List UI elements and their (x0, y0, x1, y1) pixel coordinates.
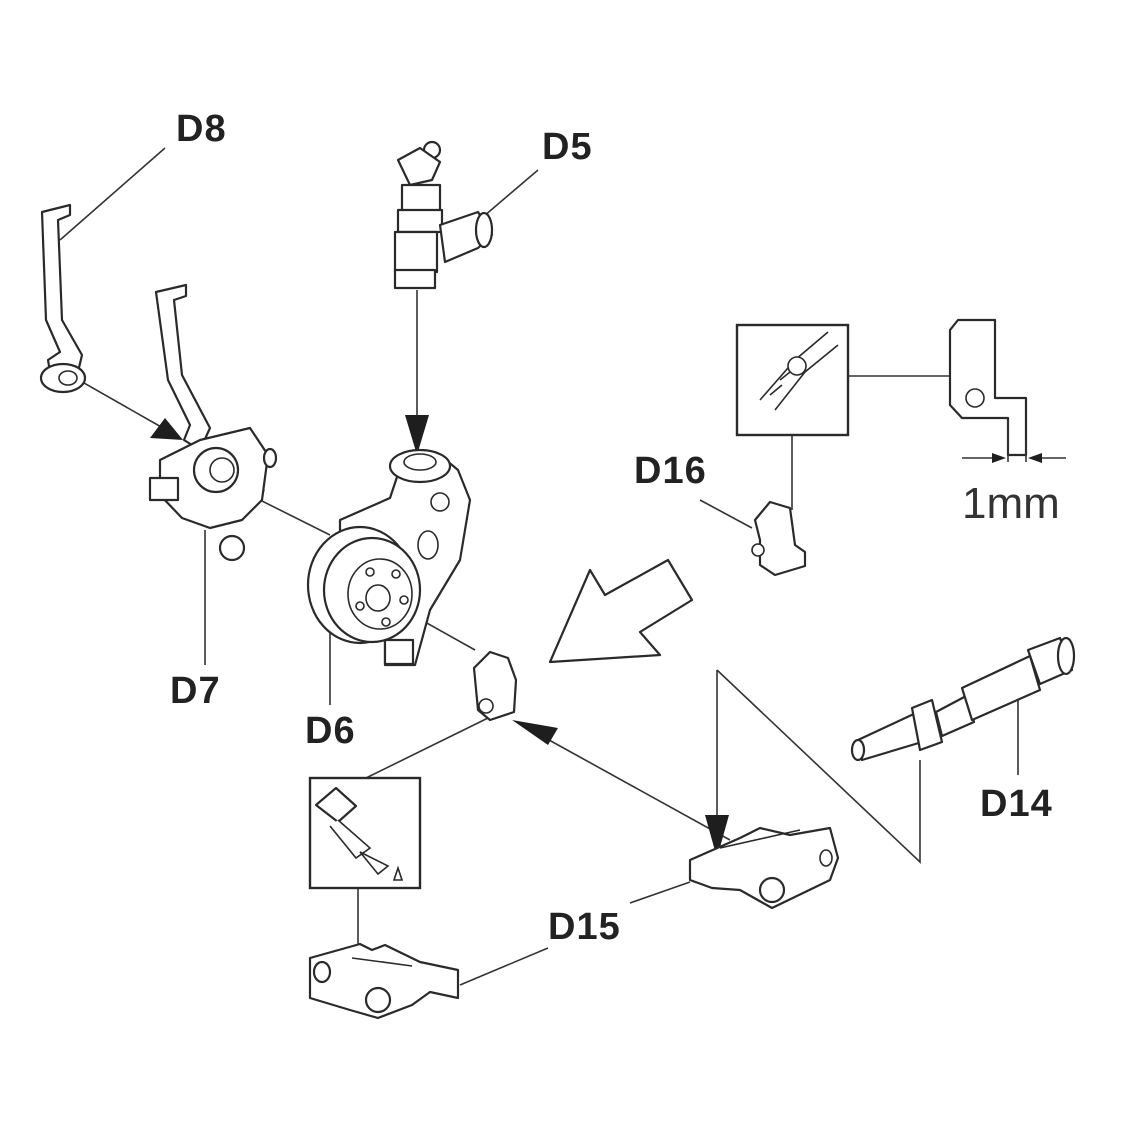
label-d15: D15 (548, 906, 621, 948)
arrow-line-d8 (69, 374, 171, 433)
leader-d8 (59, 147, 166, 241)
part-d14 (850, 636, 1076, 762)
dimension-label: 1mm (962, 479, 1060, 528)
part-d7 (148, 283, 278, 562)
leader-d15-lower (459, 947, 549, 986)
label-d16: D16 (634, 450, 707, 492)
side-cutter-pliers-icon (735, 323, 850, 437)
arrowhead-d15 (512, 720, 558, 745)
label-d6: D6 (305, 710, 356, 752)
part-d6 (306, 448, 472, 667)
label-d5: D5 (542, 126, 593, 168)
arrow-line-d15 (539, 734, 731, 841)
arrowhead-d8 (150, 418, 183, 440)
part-d8 (39, 203, 87, 394)
part-d15-lower (308, 942, 460, 1020)
label-d8: D8 (176, 108, 227, 150)
arrowhead-d5 (405, 415, 429, 455)
leader-lines (59, 147, 1019, 1010)
leader-d16 (699, 499, 753, 529)
label-d14: D14 (980, 783, 1053, 825)
arrow-line-d14-zigzag (716, 669, 921, 864)
part-d16 (472, 650, 518, 722)
leader-d15-upper (629, 881, 691, 904)
leader-glue (365, 717, 489, 779)
glue-brush-icon (308, 776, 422, 890)
arrowhead-d14 (705, 815, 729, 858)
part-d16-cut (751, 500, 807, 577)
direction-arrow-icon (548, 558, 694, 664)
part-d15-upper (688, 826, 840, 910)
part-d5 (393, 140, 494, 290)
cut-dimension-detail (948, 318, 1066, 463)
label-d7: D7 (170, 670, 221, 712)
